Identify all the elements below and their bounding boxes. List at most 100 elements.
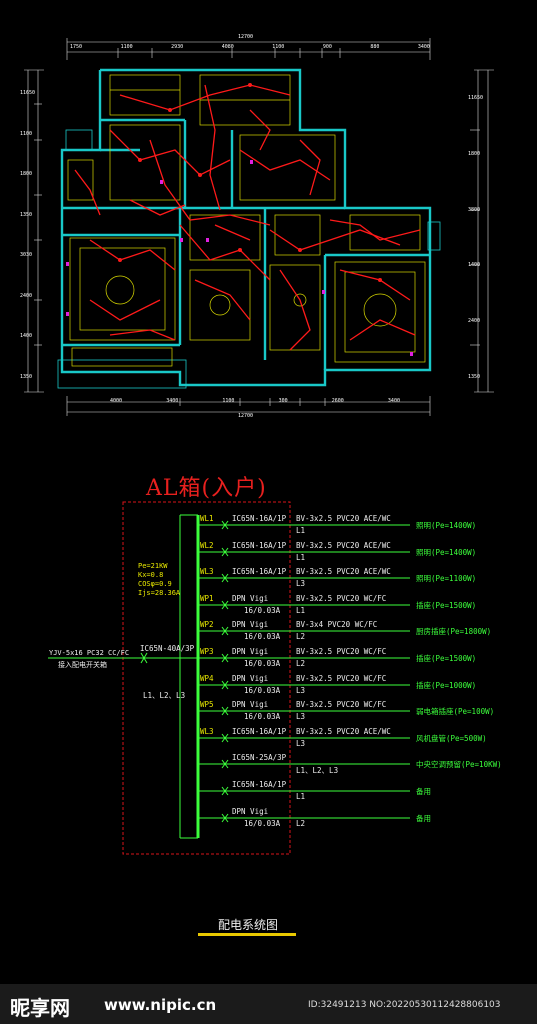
breaker-symbol bbox=[221, 706, 229, 716]
plan-dim: 1400 bbox=[20, 333, 33, 340]
main-phases: L1、L2、L3 bbox=[143, 691, 186, 700]
plan-dim: 1400 bbox=[468, 262, 481, 269]
logo: 昵享网 bbox=[10, 996, 70, 1020]
plan-left-dims: 11650 1100 1800 1350 3030 2400 1400 1350 bbox=[20, 90, 36, 380]
plan-dim: 3400 bbox=[387, 398, 400, 404]
circuit-load: 厨房插座(Pe=1800W) bbox=[416, 627, 492, 636]
circuit-phase: L3 bbox=[296, 712, 306, 721]
circuit-load: 备用 bbox=[416, 787, 431, 796]
circuit-load: 插座(Pe=1000W) bbox=[416, 681, 477, 690]
circuit-breaker: IC65N-16A/1P bbox=[232, 567, 287, 576]
circuit-load: 备用 bbox=[416, 814, 431, 823]
circuit-breaker: IC65N-16A/1P bbox=[232, 541, 287, 550]
plan-dim: 1750 bbox=[70, 44, 83, 50]
circuit-cable: BV-3x2.5 PVC20 ACE/WC bbox=[296, 541, 391, 550]
param-cos: COSφ=0.9 bbox=[138, 580, 172, 588]
image-id: ID:32491213 NO:20220530112428806103 bbox=[308, 1000, 501, 1010]
plan-top-total: 12700 bbox=[238, 34, 254, 40]
circuit-breaker: DPN Vigi bbox=[232, 647, 269, 656]
plan-top-dims: 1750 1100 2930 4080 1100 900 880 3400 bbox=[70, 44, 430, 50]
circuit-load: 插座(Pe=1500W) bbox=[416, 654, 477, 663]
main-breaker: IC65N-40A/3P bbox=[140, 644, 195, 653]
circuit-load: 风机盘管(Pe=500W) bbox=[416, 734, 487, 743]
circuit-id: WP5 bbox=[200, 700, 214, 709]
circuit-load: 照明(Pe=1400W) bbox=[416, 548, 477, 557]
circuit-cable: BV-3x4 PVC20 WC/FC bbox=[296, 620, 378, 629]
plan-dim: 3400 bbox=[417, 44, 430, 50]
breaker-symbol bbox=[221, 520, 229, 530]
plan-bottom-dims: 4000 3400 1100 300 2600 3400 bbox=[110, 398, 400, 404]
panel-wiring bbox=[48, 501, 410, 855]
circuit-phase: L1 bbox=[296, 606, 306, 615]
watermark-footer: 昵享网 www.nipic.cn ID:32491213 NO:20220530… bbox=[0, 984, 537, 1024]
circuit-breaker-rating: 16/0.03A bbox=[244, 819, 281, 828]
plan-dim: 1100 bbox=[222, 398, 235, 404]
diagram-caption: 配电系统图 bbox=[218, 918, 279, 932]
plan-right-dims: 11650 1800 3800 1400 2400 1350 bbox=[468, 95, 483, 380]
circuit-id: WL2 bbox=[200, 541, 214, 550]
breaker-symbol bbox=[221, 626, 229, 636]
breaker-symbol bbox=[221, 680, 229, 690]
plan-dim: 1350 bbox=[20, 211, 33, 218]
floor-plan-drawing bbox=[24, 38, 494, 416]
circuit-breaker-rating: 16/0.03A bbox=[244, 632, 281, 641]
panel-params: Pe=21KW Kx=0.8 COSφ=0.9 Ijs=28.36A bbox=[138, 562, 180, 598]
circuit-breaker: DPN Vigi bbox=[232, 594, 269, 603]
circuit-phase: L3 bbox=[296, 579, 306, 588]
circuit-phase: L1、L2、L3 bbox=[296, 766, 339, 775]
circuit-load: 照明(Pe=1100W) bbox=[416, 574, 477, 583]
plan-bottom-total: 12700 bbox=[238, 413, 254, 419]
plan-dim: 2600 bbox=[331, 398, 344, 404]
circuit-id: WL1 bbox=[200, 514, 214, 523]
param-kx: Kx=0.8 bbox=[138, 571, 164, 579]
plan-dim: 1100 bbox=[272, 44, 285, 50]
plan-dim: 1800 bbox=[20, 171, 33, 178]
circuit-phase: L3 bbox=[296, 686, 306, 695]
circuit-load: 照明(Pe=1400W) bbox=[416, 521, 477, 530]
plan-dim: 1800 bbox=[468, 150, 481, 157]
breaker-symbol bbox=[221, 600, 229, 610]
circuit-breaker: IC65N-16A/1P bbox=[232, 727, 287, 736]
circuit-id: WP1 bbox=[200, 594, 214, 603]
breaker-symbol bbox=[221, 786, 229, 796]
plan-dim: 300 bbox=[278, 398, 288, 404]
plan-dim: 4000 bbox=[110, 398, 123, 404]
plan-dim: 4080 bbox=[221, 44, 234, 50]
plan-dim: 1350 bbox=[20, 373, 33, 380]
circuit-id: WP4 bbox=[200, 674, 214, 683]
plan-dim: 2930 bbox=[171, 44, 184, 50]
circuit-breaker: IC65N-25A/3P bbox=[232, 753, 287, 762]
circuit-cable: BV-3x2.5 PVC20 WC/FC bbox=[296, 700, 387, 709]
circuit-cable: BV-3x2.5 PVC20 WC/FC bbox=[296, 594, 387, 603]
plan-dim: 3400 bbox=[166, 398, 179, 404]
circuit-phase: L2 bbox=[296, 632, 306, 641]
plan-dim: 3800 bbox=[468, 206, 481, 213]
circuit-breaker: DPN Vigi bbox=[232, 620, 269, 629]
circuit-breaker: DPN Vigi bbox=[232, 700, 269, 709]
circuit-breaker-rating: 16/0.03A bbox=[244, 606, 281, 615]
circuit-load: 中央空调预留(Pe=10KW) bbox=[416, 760, 502, 769]
circuit-breaker: IC65N-16A/1P bbox=[232, 514, 287, 523]
circuit-cable: BV-3x2.5 PVC20 ACE/WC bbox=[296, 514, 391, 523]
circuit-phase: L3 bbox=[296, 739, 306, 748]
circuit-phase: L1 bbox=[296, 526, 306, 535]
panel-title: AL箱(入户) bbox=[146, 476, 267, 501]
plan-dim: 1100 bbox=[20, 130, 33, 137]
incoming-cable: YJV-5x16 PC32 CC/FC bbox=[49, 649, 130, 657]
plan-dim: 3030 bbox=[20, 252, 33, 259]
circuit-cable: BV-3x2.5 PVC20 WC/FC bbox=[296, 647, 387, 656]
incoming-source: 接入配电开关箱 bbox=[58, 661, 107, 669]
plan-dim: 1100 bbox=[120, 44, 133, 50]
circuit-id: WL3 bbox=[200, 567, 214, 576]
circuit-load: 插座(Pe=1500W) bbox=[416, 601, 477, 610]
plan-dim: 2400 bbox=[468, 318, 481, 325]
breaker-symbol bbox=[221, 733, 229, 743]
plan-dim: 1350 bbox=[468, 373, 481, 380]
param-pe: Pe=21KW bbox=[138, 562, 168, 570]
circuit-breaker: DPN Vigi bbox=[232, 674, 269, 683]
plan-dim: 11650 bbox=[20, 90, 36, 96]
caption-underline bbox=[198, 933, 296, 936]
plan-dim: 900 bbox=[322, 44, 332, 50]
circuit-phase: L2 bbox=[296, 819, 306, 828]
circuit-cable: BV-3x2.5 PVC20 ACE/WC bbox=[296, 727, 391, 736]
